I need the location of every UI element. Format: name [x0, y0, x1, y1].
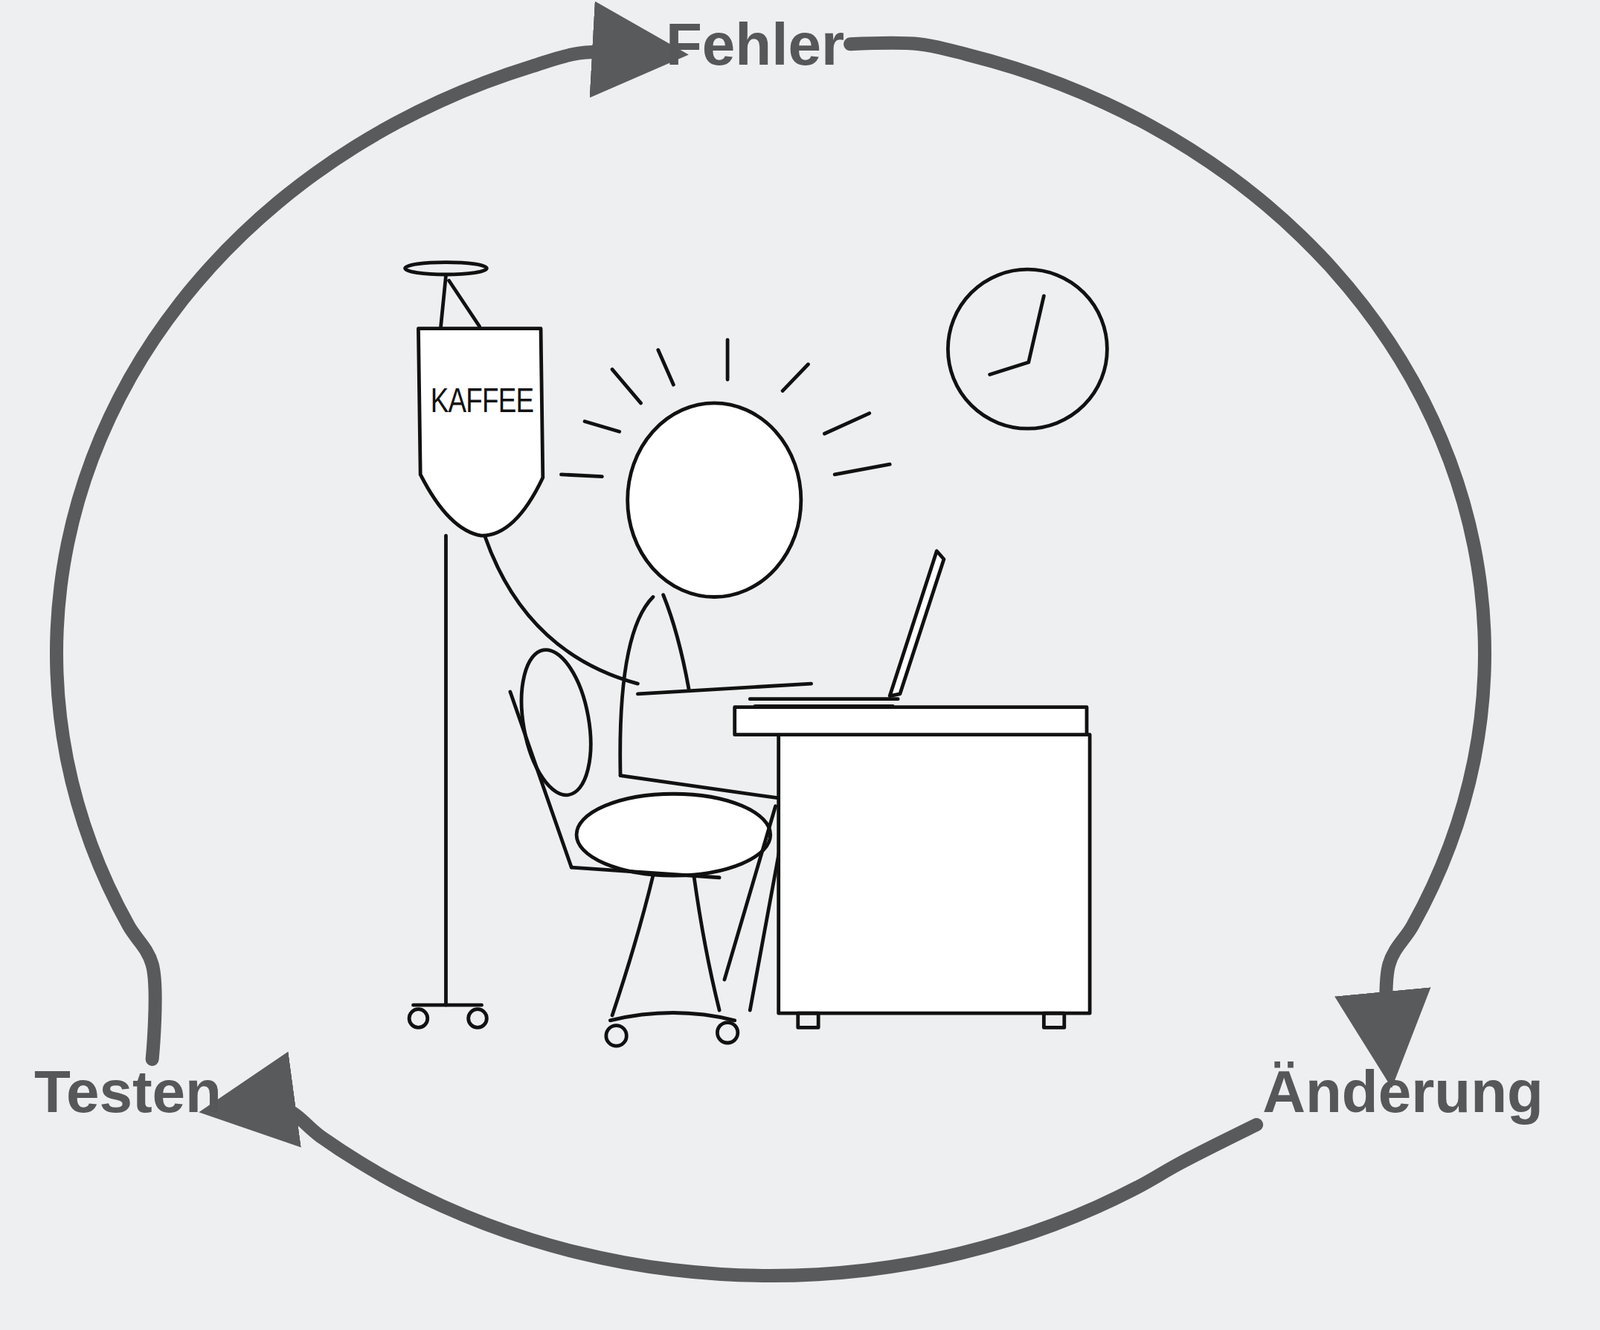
chair-seat: [576, 793, 771, 876]
chair-frame: [571, 867, 720, 878]
bag-label: KAFFEE: [430, 380, 534, 421]
cycle-arrow: [227, 1106, 1257, 1276]
clock-hands: [990, 296, 1045, 375]
desk-foot: [1043, 1013, 1064, 1028]
iv-hook-stem: [441, 275, 480, 327]
step-label: Fehler: [665, 14, 845, 75]
iv-base: [413, 1003, 483, 1008]
coffee-bag: [418, 328, 543, 536]
chair-base: [609, 1013, 735, 1021]
cycle-step: Fehler: [659, 11, 851, 78]
figure-thigh: [620, 775, 778, 799]
figure-forearm: [637, 683, 811, 695]
desk-top: [734, 707, 1087, 735]
desk-foot: [798, 1013, 819, 1028]
step-label: Änderung: [1262, 1062, 1544, 1122]
cycle-arrow: [850, 43, 1485, 1060]
wall-clock: [947, 269, 1107, 429]
chair-wheel: [717, 1022, 738, 1043]
laptop-screen: [889, 551, 944, 697]
figure-legs: [724, 806, 786, 1011]
cycle-step: Testen: [28, 1059, 228, 1125]
laptop-base: [749, 699, 898, 707]
iv-tube: [484, 535, 639, 684]
desk-body: [778, 734, 1090, 1014]
figure-back: [620, 597, 654, 776]
iv-wheel: [468, 1009, 488, 1028]
cycle-arrow: [56, 52, 660, 1060]
iv-pole: [444, 535, 448, 1005]
figure-arm: [663, 595, 689, 689]
chair-stem: [612, 875, 720, 1016]
iv-wheel: [409, 1009, 428, 1028]
idea-rays: [560, 339, 890, 477]
iv-hook-dish: [405, 262, 488, 275]
chair-backrest: [511, 644, 602, 801]
step-label: Testen: [34, 1062, 222, 1122]
figure-head: [627, 403, 802, 598]
chair-frame: [510, 691, 572, 868]
chair-wheel: [606, 1025, 627, 1046]
cycle-step: Änderung: [1256, 1059, 1550, 1125]
